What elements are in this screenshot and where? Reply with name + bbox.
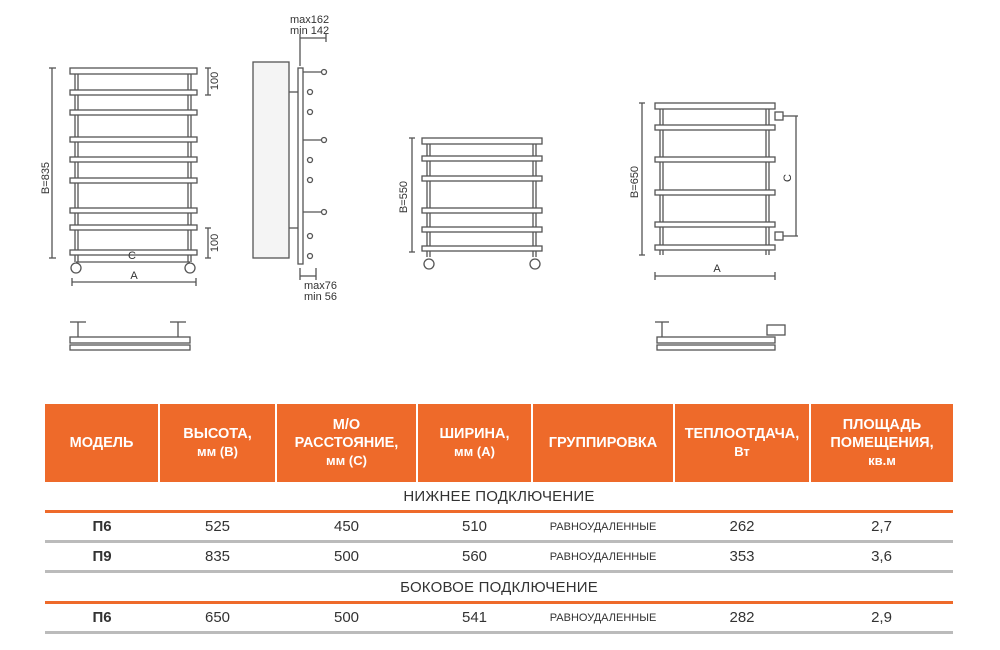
table-cell: 500 (276, 540, 417, 573)
table-cell: 2,7 (810, 510, 953, 543)
table-cell: 510 (417, 510, 532, 543)
table-header: МОДЕЛЬ ВЫСОТА, мм (В) М/О РАССТОЯНИЕ, мм (С) Ш… (45, 404, 953, 482)
table-cell: 353 (674, 540, 810, 573)
d1-a-label: A (130, 270, 138, 282)
table-cell: 282 (674, 601, 810, 634)
header-cell: М/О РАССТОЯНИЕ, мм (С) (275, 404, 417, 482)
d3-a-label: A (713, 263, 721, 275)
header-line: ПЛОЩАДЬ (842, 417, 922, 433)
top-view-1 (69, 321, 191, 351)
section-row: БОКОВОЕ ПОДКЛЮЧЕНИЕ (45, 572, 953, 603)
header-line: ШИРИНА, (439, 426, 510, 442)
header-line: ВЫСОТА, (183, 426, 252, 442)
header-cell: ВЫСОТА, мм (В) (158, 404, 276, 482)
top-view-3 (655, 321, 786, 351)
section-title: НИЖНЕЕ ПОДКЛЮЧЕНИЕ (403, 487, 595, 505)
header-cell: МОДЕЛЬ (45, 404, 159, 482)
header-cell: ШИРИНА, мм (А) (416, 404, 532, 482)
side-max-bottom: max76 (304, 280, 337, 292)
header-cell: ТЕПЛООТДАЧА, Вт (673, 404, 810, 482)
table-cell: П6 (45, 510, 159, 543)
d1-height-label: B=835 (40, 162, 52, 194)
header-line: ГРУППИРОВКА (548, 435, 658, 451)
d2-height-label: B=550 (398, 181, 410, 213)
header-unit: Вт (734, 444, 750, 459)
d1-c-label: C (128, 250, 136, 262)
section-row: НИЖНЕЕ ПОДКЛЮЧЕНИЕ (45, 482, 953, 512)
header-unit: мм (А) (454, 444, 495, 459)
header-line: ТЕПЛООТДАЧА, (684, 426, 800, 442)
table-cell: 541 (417, 601, 532, 634)
header-cell: ПЛОЩАДЬ ПОМЕЩЕНИЯ, кв.м (809, 404, 953, 482)
section-title: БОКОВОЕ ПОДКЛЮЧЕНИЕ (400, 578, 598, 596)
table-cell: 650 (159, 601, 276, 634)
header-line: РАССТОЯНИЕ, (294, 435, 399, 451)
side-min-bottom: min 56 (304, 291, 337, 303)
table-cell: 3,6 (810, 540, 953, 573)
drawing-side-connection (639, 102, 798, 280)
side-min-top: min 142 (290, 25, 329, 37)
drawing-side-view (252, 34, 328, 280)
table-cell: РАВНОУДАЛЕННЫЕ (532, 601, 674, 634)
specs-table: МОДЕЛЬ ВЫСОТА, мм (В) М/О РАССТОЯНИЕ, мм (С) Ш… (45, 404, 953, 634)
technical-drawings: B=835 100 100 C A max162 min 142 max76 m… (40, 14, 798, 351)
d1-top-gap-label: 100 (209, 72, 221, 90)
table-cell: 450 (276, 510, 417, 543)
header-unit: мм (С) (326, 453, 367, 468)
table-cell: 262 (674, 510, 810, 543)
drawing-short-bottom (409, 137, 543, 270)
table-cell: 2,9 (810, 601, 953, 634)
d1-bottom-gap-label: 100 (209, 234, 221, 252)
table-cell: РАВНОУДАЛЕННЫЕ (532, 540, 674, 573)
table-cell: 835 (159, 540, 276, 573)
table-cell: РАВНОУДАЛЕННЫЕ (532, 510, 674, 543)
table-cell: П6 (45, 601, 159, 634)
header-cell: ГРУППИРОВКА (531, 404, 674, 482)
table-cell: 560 (417, 540, 532, 573)
table-cell: 500 (276, 601, 417, 634)
header-line: М/О (332, 417, 361, 433)
side-max-top: max162 (290, 14, 329, 26)
drawing-tall-bottom (49, 67, 211, 286)
header-unit: кв.м (868, 453, 896, 468)
header-line: МОДЕЛЬ (69, 435, 134, 451)
d3-c-label: C (782, 174, 794, 182)
table-cell: 525 (159, 510, 276, 543)
d3-height-label: B=650 (629, 166, 641, 198)
header-unit: мм (В) (197, 444, 238, 459)
header-line: ПОМЕЩЕНИЯ, (830, 435, 934, 451)
table-cell: П9 (45, 540, 159, 573)
